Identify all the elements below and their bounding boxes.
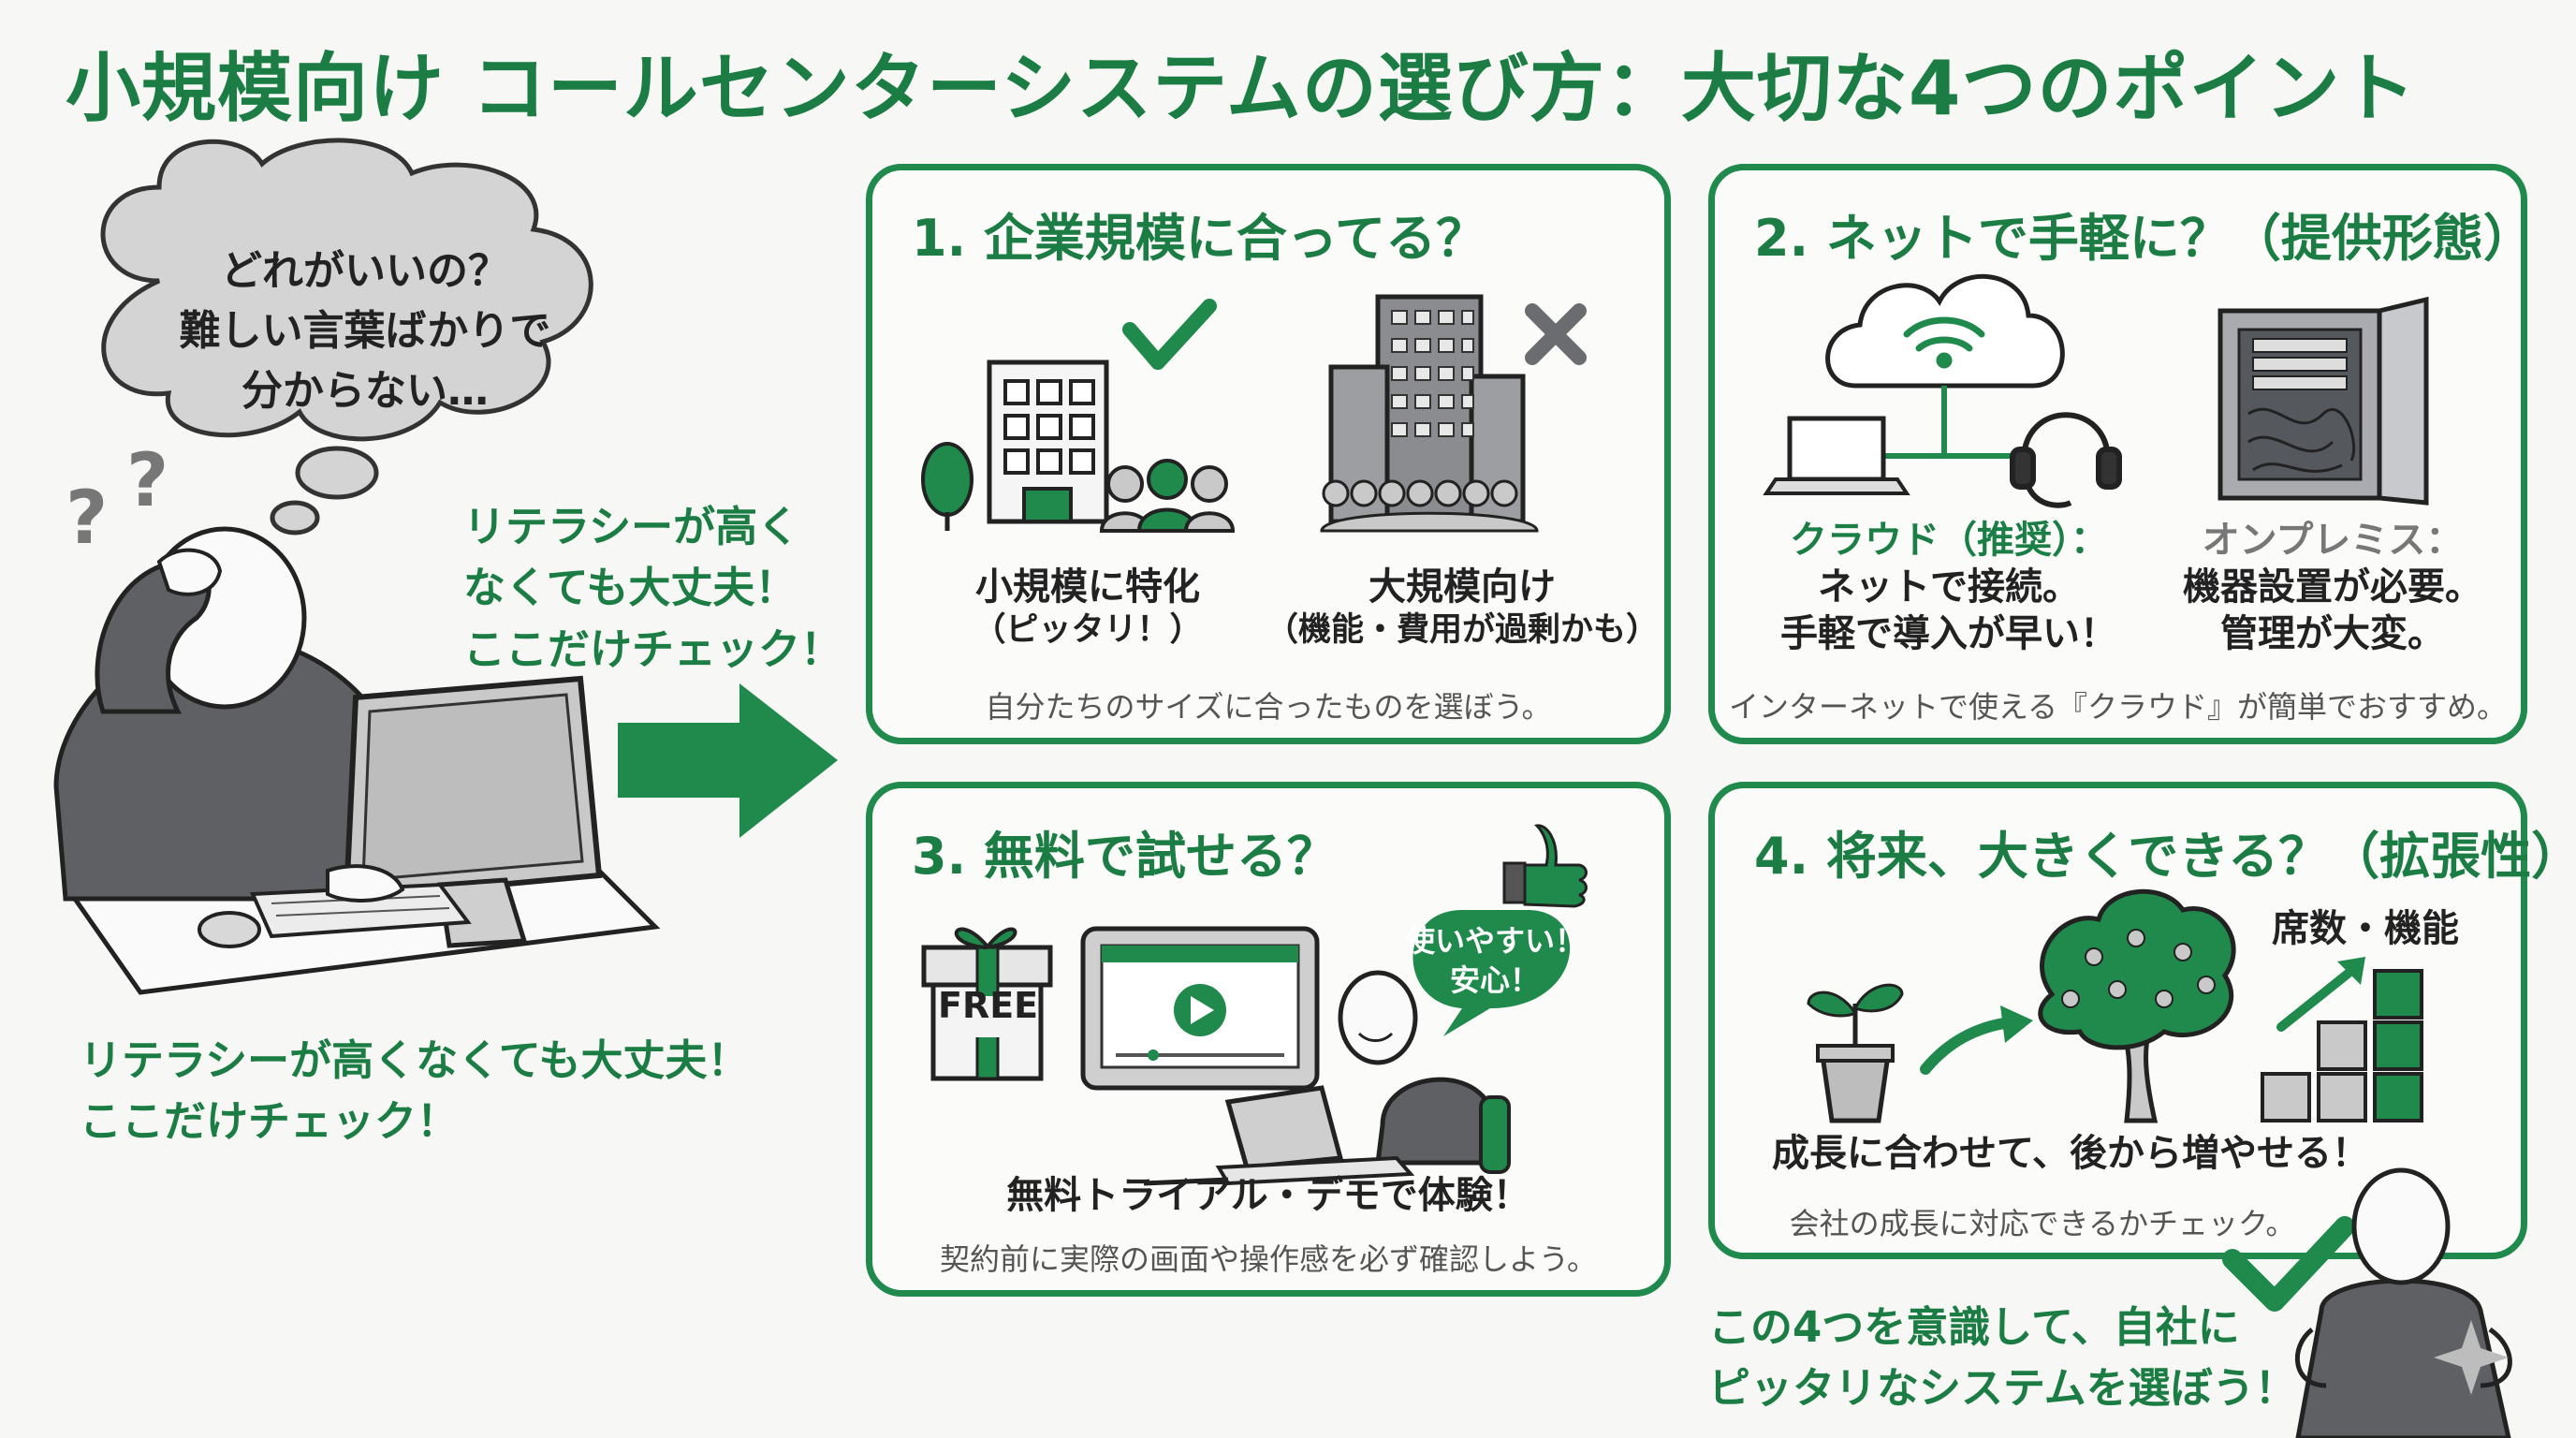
sprout-icon	[1807, 983, 1904, 1123]
cloud-icon	[1825, 273, 2065, 389]
scalability-illustration	[1807, 888, 2423, 1123]
card-company-size: 1. 企業規模に合ってる？	[866, 164, 1671, 744]
gift-icon	[921, 927, 1053, 1081]
page-title: 小規模向け コールセンターシステムの選び方：大切な4つのポイント	[66, 45, 2417, 132]
thumbs-up-icon	[1502, 824, 1588, 908]
company-size-illustration	[921, 294, 1587, 533]
delivery-type-illustration	[1763, 273, 2429, 508]
check-icon	[1122, 299, 1217, 370]
scalability-caption: 成長に合わせて、後から増やせる！	[1772, 1132, 2369, 1175]
question-mark-icon: ?	[126, 439, 168, 523]
cloud-line2: 手軽で導入が早い！	[1780, 612, 2117, 655]
card-free-trial: 3. 無料で試せる？	[866, 782, 1671, 1297]
large-scale-caption: 大規模向け	[1368, 565, 1556, 609]
card-note: 契約前に実際の画面や操作感を必ず確認しよう。	[939, 1241, 1598, 1277]
tree-icon	[2038, 888, 2236, 1123]
video-tablet-icon	[1080, 926, 1320, 1091]
card-title: 3. 無料で試せる？	[912, 827, 1338, 886]
card-delivery-type: 2. ネットで手軽に？（提供形態）	[1708, 164, 2534, 744]
card-note: 会社の成長に対応できるかチェック。	[1789, 1206, 2296, 1241]
speech-line1: 使いやすい！	[1404, 923, 1585, 959]
speech-bubble	[1412, 910, 1571, 1036]
server-rack-icon	[2217, 296, 2429, 506]
check-icon	[2222, 1216, 2355, 1312]
onprem-line2: 管理が大変。	[2220, 612, 2445, 655]
speech-line2: 安心！	[1449, 961, 1540, 998]
onprem-line1: 機器設置が必要。	[2183, 565, 2482, 609]
small-scale-caption: 小規模に特化	[975, 565, 1200, 609]
cross-icon	[1525, 303, 1587, 365]
card-title: 4. 将来、大きくできる？（拡張性）	[1754, 827, 2576, 886]
cloud-line1: ネットで接続。	[1818, 565, 2080, 609]
question-mark-icon: ?	[66, 477, 108, 561]
laptop-icon	[1763, 416, 1910, 495]
free-trial-caption: 無料トライアル・デモで体験！	[1006, 1174, 1530, 1217]
card-title: 1. 企業規模に合ってる？	[912, 209, 1487, 268]
headset-icon	[2010, 412, 2122, 508]
wifi-icon	[1903, 316, 1985, 369]
onprem-label: オンプレミス：	[2202, 519, 2464, 562]
free-trial-illustration	[921, 824, 1588, 1186]
gift-free-label: FREE	[938, 985, 1039, 1026]
large-scale-sub: （機能・費用が過剰かも）	[1266, 611, 1660, 649]
left-reassurance-message: リテラシーが高く なくても大丈夫！ ここだけチェック！	[463, 502, 843, 674]
sparkle-icon	[2434, 1320, 2509, 1395]
cloud-label: クラウド（推奨）：	[1790, 519, 2108, 562]
card-title: 2. ネットで手軽に？（提供形態）	[1754, 209, 2534, 268]
card-note: インターネットで使える『クラウド』が簡単でおすすめ。	[1728, 689, 2508, 725]
card-note: 自分たちのサイズに合ったものを選ぼう。	[985, 689, 1552, 725]
conclusion-message: この4つを意識して、自社に ピッタリなシステムを選ぼう！	[1708, 1302, 2297, 1414]
bottom-left-message: リテラシーが高くなくても大丈夫！ ここだけチェック！	[80, 1035, 750, 1147]
seats-features-label: 席数・機能	[2272, 907, 2459, 950]
thought-bubble-text: どれがいいの？ 難しい言葉ばかりで 分からない…	[179, 247, 551, 415]
small-scale-sub: （ピッタリ！）	[973, 611, 1203, 649]
